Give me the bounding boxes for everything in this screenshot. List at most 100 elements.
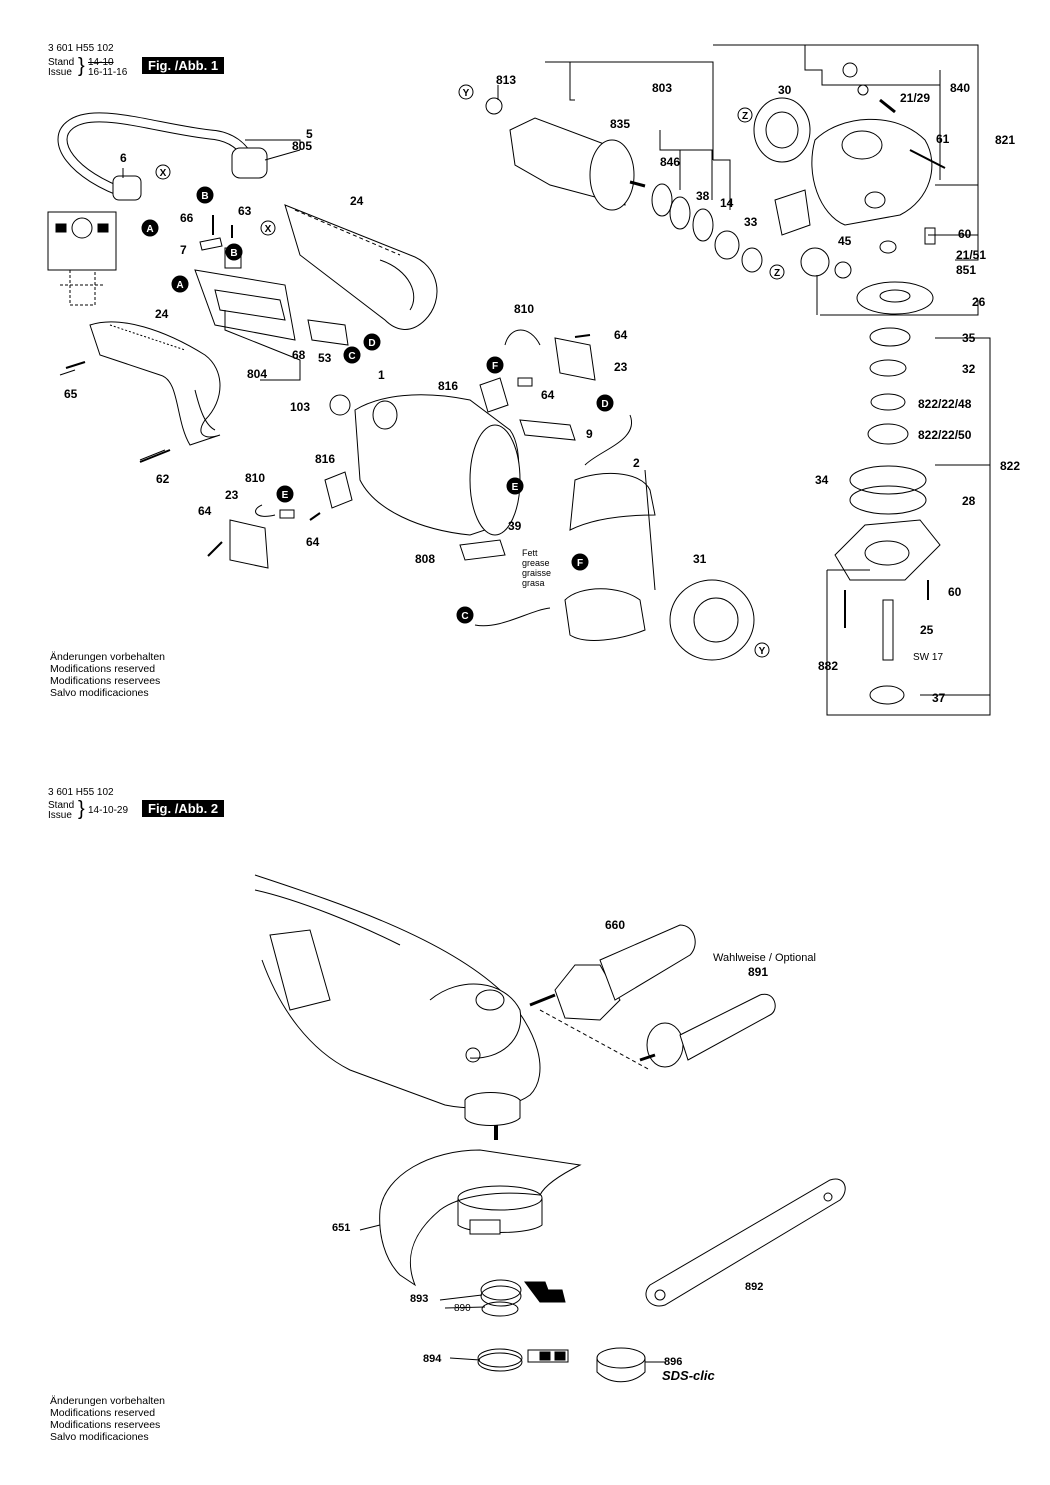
part-label-813: 813 xyxy=(496,73,516,87)
connector-y-1: Y xyxy=(463,88,470,99)
connector-e-2: E xyxy=(282,490,289,501)
sw-label: SW 17 xyxy=(913,652,944,663)
connector-z-1: Z xyxy=(742,111,748,122)
part-label-64: 64 xyxy=(541,388,555,402)
fig2-notes: Änderungen vorbehalten Modifications res… xyxy=(50,1395,166,1443)
part-label-851: 851 xyxy=(956,263,976,277)
fig1-badge: Fig. /Abb. 1 xyxy=(142,57,225,74)
part-label-846: 846 xyxy=(660,155,680,169)
part-label-9: 9 xyxy=(586,427,593,441)
part-label-835: 835 xyxy=(610,117,630,131)
fig2-part-number: 3 601 H55 102 xyxy=(48,787,114,798)
rear-housing-top xyxy=(284,204,438,330)
part-label-28: 28 xyxy=(962,494,976,508)
side-handle-660 xyxy=(529,924,696,1021)
connector-a-1: A xyxy=(146,224,153,235)
part-label-62: 62 xyxy=(156,472,170,486)
part-label-64: 64 xyxy=(614,328,628,342)
wiring-schematic xyxy=(47,211,117,306)
connector-z-2: Z xyxy=(774,268,780,279)
part-label-805: 805 xyxy=(292,139,312,153)
connector-a-2: A xyxy=(176,280,183,291)
fig2-issue-label: Issue xyxy=(48,810,72,821)
part-label-60: 60 xyxy=(958,227,972,241)
power-cable xyxy=(57,112,268,201)
label-891: 891 xyxy=(748,965,769,979)
part-label-21-29: 21/29 xyxy=(900,91,930,105)
part-label-32: 32 xyxy=(962,362,976,376)
fig1-brace: } xyxy=(78,55,85,77)
part-label-64: 64 xyxy=(198,504,212,518)
part-label-68: 68 xyxy=(292,348,306,362)
part-label-30: 30 xyxy=(778,83,792,97)
part-label-822-22-50: 822/22/50 xyxy=(918,428,972,442)
label-893: 893 xyxy=(410,1293,429,1305)
label-894: 894 xyxy=(423,1353,442,1365)
handle-cover xyxy=(89,321,221,446)
part-label-23: 23 xyxy=(614,360,628,374)
fig2-brace: } xyxy=(78,798,85,820)
part-label-804: 804 xyxy=(247,367,267,381)
part-label-24: 24 xyxy=(350,194,364,208)
connector-b-2: B xyxy=(230,248,237,259)
part-label-816: 816 xyxy=(315,452,335,466)
optional-label: Wahlweise / Optional xyxy=(713,952,816,964)
part-label-103: 103 xyxy=(290,400,310,414)
armature xyxy=(509,117,646,211)
part-label-821: 821 xyxy=(995,133,1015,147)
part-label-2: 2 xyxy=(633,456,640,470)
fig1-stand-label: Stand xyxy=(48,57,75,68)
label-660: 660 xyxy=(605,918,626,932)
fig1-date-new: 16-11-16 xyxy=(88,67,128,78)
label-890: 890 xyxy=(454,1303,471,1314)
part-label-53: 53 xyxy=(318,351,332,365)
part-label-26: 26 xyxy=(972,295,986,309)
spanner xyxy=(645,1178,846,1307)
connector-e-1: E xyxy=(512,482,519,493)
wheel-guard xyxy=(379,1149,582,1287)
label-651: 651 xyxy=(332,1222,351,1234)
part-label-803: 803 xyxy=(652,81,672,95)
part-label-810: 810 xyxy=(245,471,265,485)
part-label-840: 840 xyxy=(950,81,970,95)
field-coil xyxy=(564,472,656,641)
fig2-date: 14-10-29 xyxy=(88,805,129,816)
fig1-date-old: 14-10 xyxy=(88,57,114,68)
part-label-64: 64 xyxy=(306,535,320,549)
connector-d-1: D xyxy=(368,338,375,349)
part-label-1: 1 xyxy=(378,368,385,382)
part-label-33: 33 xyxy=(744,215,758,229)
part-label-882: 882 xyxy=(818,659,838,673)
part-label-38: 38 xyxy=(696,189,710,203)
part-label-61: 61 xyxy=(936,132,950,146)
connector-c-1: C xyxy=(348,351,355,362)
connector-c-2: C xyxy=(461,611,468,622)
part-label-25: 25 xyxy=(920,623,934,637)
connector-f-2: F xyxy=(577,558,583,569)
part-label-5: 5 xyxy=(306,127,313,141)
part-label-34: 34 xyxy=(815,473,829,487)
part-label-6: 6 xyxy=(120,151,127,165)
part-label-45: 45 xyxy=(838,234,852,248)
part-label-31: 31 xyxy=(693,552,707,566)
label-896: 896 xyxy=(664,1356,683,1368)
part-label-35: 35 xyxy=(962,331,976,345)
fig1-notes: Änderungen vorbehalten Modifications res… xyxy=(50,651,166,699)
part-label-822-22-48: 822/22/48 xyxy=(918,397,972,411)
part-label-14: 14 xyxy=(720,196,734,210)
part-label-63: 63 xyxy=(238,204,252,218)
part-label-21-51: 21/51 xyxy=(956,248,986,262)
part-label-24: 24 xyxy=(155,307,169,321)
connector-y-2: Y xyxy=(759,646,766,657)
part-label-822: 822 xyxy=(1000,459,1020,473)
optional-handle-891 xyxy=(639,993,776,1068)
part-label-66: 66 xyxy=(180,211,194,225)
connector-x-2: X xyxy=(265,224,272,235)
part-label-39: 39 xyxy=(508,519,522,533)
part-label-65: 65 xyxy=(64,387,78,401)
connector-d-2: D xyxy=(601,399,608,410)
connector-b-1: B xyxy=(201,191,208,202)
fig1-part-number: 3 601 H55 102 xyxy=(48,43,114,54)
gear-housing xyxy=(811,118,933,226)
